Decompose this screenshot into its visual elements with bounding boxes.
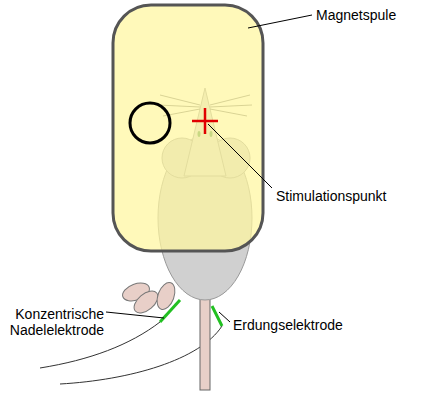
callout-label: Erdungselektrode xyxy=(233,317,343,333)
leader-line xyxy=(248,15,312,28)
ground-electrode xyxy=(212,306,222,326)
callout-label: Magnetspule xyxy=(316,7,396,23)
magnetic-coil xyxy=(113,5,263,251)
coil-marker xyxy=(130,103,170,143)
leader-line xyxy=(208,124,272,188)
callout-label: Konzentrische Nadelelektrode xyxy=(8,306,104,338)
leader-line xyxy=(219,312,230,322)
leader-line xyxy=(106,312,164,318)
needle-electrode xyxy=(160,300,180,322)
stimulation-cross xyxy=(192,120,218,123)
callout-label: Stimulationspunkt xyxy=(276,188,387,204)
